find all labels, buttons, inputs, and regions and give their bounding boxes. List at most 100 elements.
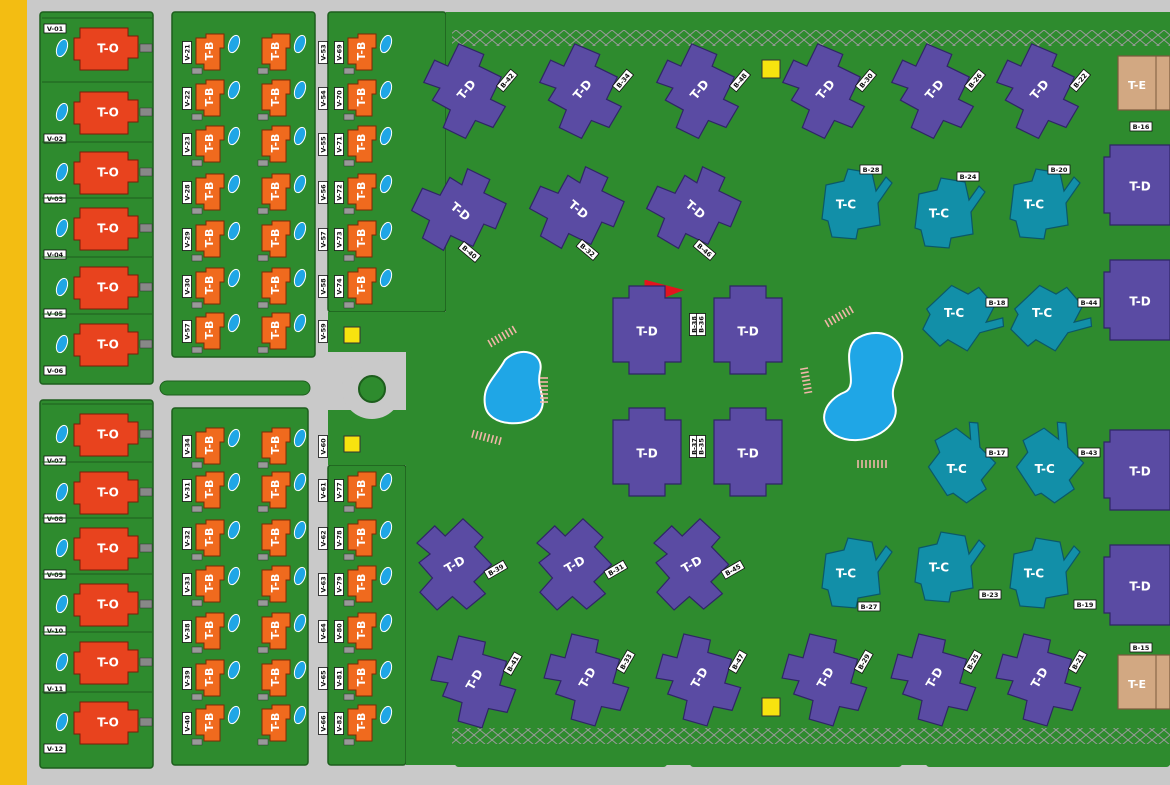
block-d-bottom-4-building xyxy=(781,633,868,727)
villa-b-c3t-1: T-BV-69 xyxy=(334,33,393,75)
villa-b-c1t-2-tag-box xyxy=(182,87,192,110)
villa-b-c2t-3-label: T-B xyxy=(269,134,282,153)
villa-b-c3t-6-label: T-B xyxy=(355,276,368,295)
villa-b-c3b-2-tag-box xyxy=(334,527,344,550)
block-c-4-code: B-18 xyxy=(989,299,1006,307)
pool-west xyxy=(483,351,544,425)
villa-b-c3t-4-tag: V-72 xyxy=(334,181,344,204)
chairs-nw-chair xyxy=(494,335,500,344)
villa-b-c1t-7-tag-box xyxy=(182,320,192,343)
block-d-top-4-tag-box xyxy=(854,68,878,93)
block-c-1: T-C xyxy=(821,168,893,240)
villa-b-c3b-2-car xyxy=(343,553,355,561)
block-e-1: T-EB-16 xyxy=(1117,55,1170,132)
block-d-bottom-3-building xyxy=(655,633,742,727)
villa-b-c1b-4-car xyxy=(191,599,203,607)
villa-b-c3t-3-tag: V-71 xyxy=(334,133,344,156)
chairs-e-chair xyxy=(804,390,813,394)
villa-b-c1t-7-car xyxy=(191,346,203,354)
villa-o-10-tag-box xyxy=(43,625,67,636)
villa-b-c2b-3-tag-box xyxy=(318,527,328,550)
block-c-6-label: T-C xyxy=(947,462,967,476)
villa-b-c3t-1-pool xyxy=(379,34,393,54)
chairs-ne-chair xyxy=(827,317,834,326)
villa-b-c3t-5-tag-box xyxy=(334,228,344,251)
villa-o-1: T-OV-01 xyxy=(42,17,153,71)
villa-b-c2b-3-building xyxy=(261,519,291,557)
villa-b-c2t-2-tag-box xyxy=(318,87,328,110)
villa-b-c3b-1-code: V-77 xyxy=(336,482,344,498)
villa-b-c1t-1-building xyxy=(195,33,225,71)
villa-b-c2b-2-tag-box xyxy=(318,479,328,502)
block-d-center-3-building xyxy=(612,407,682,497)
villa-o-car xyxy=(139,543,153,553)
villa-o-car xyxy=(139,487,153,497)
block-e-1-tag-box xyxy=(1129,121,1153,132)
villa-b-c1t-1-car xyxy=(191,67,203,75)
villa-o-pool xyxy=(55,482,69,502)
villa-b-c2t-3-tag-box xyxy=(318,133,328,156)
block-c-9-tag-box xyxy=(978,589,1002,600)
villa-b-c1b-5-car xyxy=(191,646,203,654)
villa-b-c3b-6-pool xyxy=(379,705,393,725)
block-c-6-tag: B-17 xyxy=(985,447,1009,458)
villa-b-c1b-2: T-BV-31 xyxy=(182,471,241,513)
villa-b-c2t-2-pool xyxy=(293,80,307,100)
villa-b-c3b-3-label: T-B xyxy=(355,574,368,593)
villa-b-c3t-5-pool xyxy=(379,221,393,241)
villa-b-c1b-2-tag: V-31 xyxy=(182,479,192,502)
block-d-center-2-label: T-D xyxy=(737,325,758,339)
villa-b-c1t-2: T-BV-22 xyxy=(182,79,241,121)
block-d-bottom-5-building xyxy=(890,633,977,727)
villa-o-6-code: V-06 xyxy=(47,367,64,375)
villa-b-c2t-6-building xyxy=(261,267,291,305)
villa-b-c1t-7: T-BV-57 xyxy=(182,312,241,354)
park-strip xyxy=(406,312,446,465)
villa-b-c1b-6-tag: V-39 xyxy=(182,667,192,690)
chairs-ne-chair xyxy=(838,311,844,320)
block-d-second-3-building xyxy=(645,165,742,250)
villa-b-c3t-2-code: V-70 xyxy=(336,90,344,107)
villa-b-c2t-1-pool xyxy=(293,34,307,54)
block-d-top-3-tag-box xyxy=(728,68,752,93)
villa-b-c3b-5-tag-box xyxy=(334,667,344,690)
villa-b-c1b-1: T-BV-34 xyxy=(182,427,241,469)
villa-b-c2t-5-tag: V-57 xyxy=(318,228,328,251)
villa-o-pool xyxy=(55,162,69,182)
villa-b-c3b-4-building xyxy=(347,612,377,650)
villa-o-label: T-O xyxy=(97,42,119,56)
block-d-right-building xyxy=(1103,544,1170,626)
villa-b-c1b-1-tag: V-34 xyxy=(182,435,192,458)
villa-b-c2t-1-tag-box xyxy=(318,41,328,64)
chairs-nw-chair xyxy=(511,325,517,334)
villa-b-c1b-5-pool xyxy=(227,613,241,633)
villa-b-c1t-1-label: T-B xyxy=(203,42,216,61)
villa-o-car xyxy=(139,223,153,233)
block-d-right-label: T-D xyxy=(1129,580,1150,594)
block-d-center-2-tag-box xyxy=(696,313,706,336)
villa-b-c1b-2-tag-box xyxy=(182,479,192,502)
villa-b-c1t-3-pool xyxy=(227,126,241,146)
villa-b-c2b-7-tag-box xyxy=(318,712,328,735)
block-d-bottom-6: T-DB-21 xyxy=(995,633,1088,727)
villa-b-c3b-2-code: V-78 xyxy=(336,530,344,547)
villa-o-pool xyxy=(55,712,69,732)
chairs-e-chair xyxy=(799,367,809,371)
villa-b-c3t-3-pool xyxy=(379,126,393,146)
villa-b-c3t-6: T-BV-74 xyxy=(334,267,393,309)
block-c-8-tag: B-27 xyxy=(857,601,881,612)
block-c-10-tag-box xyxy=(1073,599,1097,610)
villa-b-c3b-3-pool xyxy=(379,566,393,586)
villa-b-c2t-7-code: V-59 xyxy=(320,323,328,340)
villa-o-label: T-O xyxy=(97,542,119,556)
villa-o-pool xyxy=(55,38,69,58)
block-c-8-code: B-27 xyxy=(861,603,878,611)
villa-o-building xyxy=(73,207,139,251)
villa-b-c1b-1-car xyxy=(191,461,203,469)
